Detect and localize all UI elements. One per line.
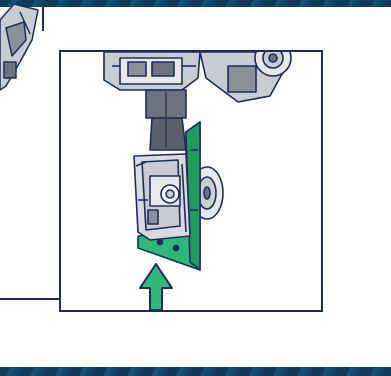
robot-torso [103,52,201,91]
top-border-band [0,0,391,7]
robot-lower-leg [133,153,191,241]
bottom-border-band [0,367,391,376]
robot-waist [145,89,187,151]
previous-panel-edge [42,7,44,31]
previous-panel-bottom-edge [0,298,60,300]
robot-shoulder-wheel [199,52,292,103]
up-arrow-icon [139,263,173,310]
